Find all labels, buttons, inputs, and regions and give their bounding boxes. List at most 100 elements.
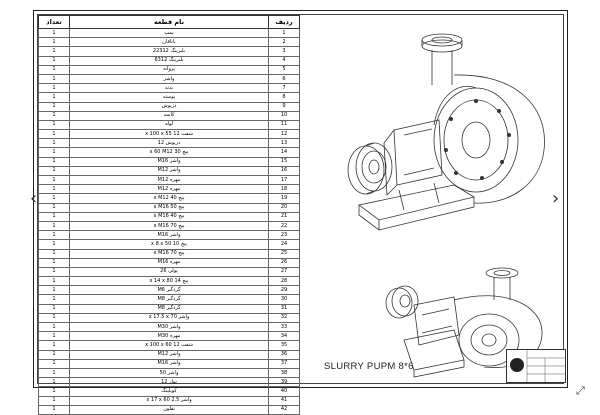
cell-row-number: 30: [268, 294, 300, 305]
cell-qty: 1: [38, 73, 70, 85]
cell-part-name: گردگیر M8: [69, 303, 269, 314]
cell-qty: 1: [38, 395, 70, 406]
cell-qty: 1: [38, 285, 70, 296]
previous-page-icon[interactable]: ‹: [30, 188, 38, 209]
cell-row-number: 14: [268, 147, 300, 158]
cell-qty: 1: [38, 340, 70, 351]
header-qty: تعداد: [38, 15, 70, 29]
cell-row-number: 11: [268, 119, 300, 131]
cell-part-name: واشر M12: [69, 349, 269, 360]
cell-part-name: واشر M30: [69, 321, 269, 333]
title-block: [506, 349, 566, 383]
cell-qty: 1: [38, 367, 70, 379]
cell-part-name: پیچ 40 x M16: [69, 211, 269, 222]
cell-qty: 1: [38, 358, 70, 369]
cell-part-name: پوسته: [69, 92, 269, 103]
cell-qty: 1: [38, 331, 70, 342]
cell-part-name: شفت 12 x 100 x 60: [69, 340, 269, 351]
cell-row-number: 29: [268, 285, 300, 296]
cell-part-name: واشر M12: [69, 165, 269, 177]
parts-table-header: تعداد نام قطعه ردیف: [38, 15, 300, 29]
cell-row-number: 9: [268, 101, 300, 112]
company-logo: [510, 358, 524, 372]
cell-part-name: مهره M30: [69, 331, 269, 342]
cell-part-name: واشر 2.5 x 17 x 60: [69, 395, 269, 406]
cell-row-number: 39: [268, 377, 300, 388]
cell-qty: 1: [38, 110, 70, 121]
cell-row-number: 2: [268, 37, 300, 48]
cell-part-name: پیچ 30 x 60 M12: [69, 147, 269, 158]
header-row-number: ردیف: [268, 15, 300, 29]
cell-qty: 1: [38, 174, 70, 186]
cell-part-name: کاسه: [69, 110, 269, 121]
cell-qty: 1: [38, 147, 70, 158]
cell-qty: 1: [38, 165, 70, 177]
cell-qty: 1: [38, 321, 70, 333]
next-page-icon[interactable]: ›: [552, 188, 560, 209]
cell-row-number: 12: [268, 129, 300, 140]
cell-qty: 1: [38, 119, 70, 131]
title-block-grid: [526, 350, 565, 382]
cell-part-name: گردگیر M6: [69, 285, 269, 296]
expand-icon[interactable]: ⤢: [576, 384, 585, 397]
cell-part-name: پولی 26: [69, 266, 269, 278]
cell-qty: 1: [38, 312, 70, 324]
cell-row-number: 1: [268, 27, 300, 39]
cell-qty: 1: [38, 257, 70, 268]
pump-assembly-drawing: [347, 33, 545, 378]
cell-part-name: واشر 50: [69, 367, 269, 379]
header-part-name: نام قطعه: [69, 15, 269, 29]
cell-qty: 1: [38, 276, 70, 287]
cell-part-name: بلبرینگ 6312: [69, 55, 269, 66]
cell-row-number: 5: [268, 64, 300, 75]
cell-qty: 1: [38, 156, 70, 167]
cell-row-number: 10: [268, 110, 300, 121]
cell-qty: 1: [38, 303, 70, 314]
cell-qty: 1: [38, 202, 70, 213]
cell-qty: 1: [38, 184, 70, 195]
cell-part-name: کوپلینگ: [69, 386, 269, 397]
cell-row-number: 27: [268, 266, 300, 278]
cell-qty: 1: [38, 83, 70, 94]
cell-part-name: مهره M12: [69, 174, 269, 186]
cell-part-name: پیچ 70 x M16: [69, 248, 269, 259]
cell-part-name: درپوش 12: [69, 138, 269, 149]
cell-part-name: لوله: [69, 119, 269, 131]
cell-part-name: درپوش: [69, 101, 269, 112]
cell-part-name: یاتاقان: [69, 37, 269, 48]
cell-row-number: 40: [268, 386, 300, 397]
cell-row-number: 13: [268, 138, 300, 149]
cell-row-number: 24: [268, 239, 300, 250]
cell-row-number: 36: [268, 349, 300, 360]
cell-row-number: 41: [268, 395, 300, 406]
volute-bolts: [443, 99, 511, 180]
cell-row-number: 23: [268, 230, 300, 241]
cell-qty: 1: [38, 129, 70, 140]
